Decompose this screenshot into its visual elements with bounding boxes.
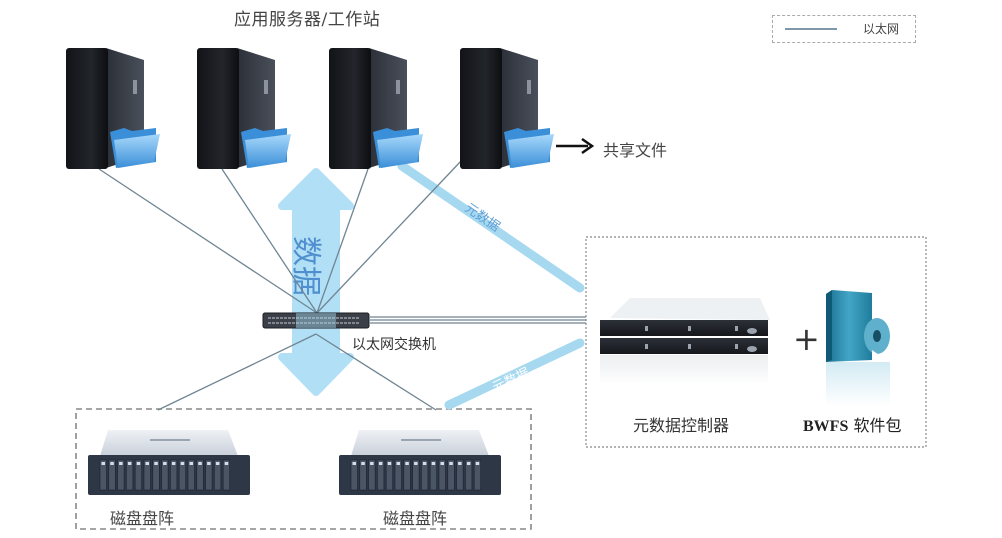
legend-ethernet-line [785, 28, 837, 30]
disk-array-2 [339, 430, 501, 495]
legend-ethernet-label: 以太网 [863, 22, 900, 36]
disk-array-label-1: 磁盘盘阵 [110, 509, 175, 528]
shared-files-arrow [556, 137, 595, 155]
metadata-link-top [397, 161, 585, 293]
bwfs-brand: BWFS [803, 418, 849, 435]
ethernet-link-ws3 [316, 168, 369, 314]
ethernet-link-ws4 [316, 159, 463, 314]
metadata-link-bottom [444, 338, 585, 410]
diagram-title: 应用服务器/工作站 [234, 10, 381, 30]
shared-folder-icon [373, 128, 423, 168]
metadata-controller-group-box [585, 236, 927, 448]
bwfs-package-label: BWFS 软件包 [803, 412, 901, 436]
shared-folder-icon [504, 128, 554, 168]
disk-array-group-box [75, 408, 532, 530]
disk-array-1 [88, 430, 250, 495]
ethernet-link-disk1 [157, 333, 317, 411]
metadata-controller-server [600, 298, 770, 385]
ethernet-link-disk2 [315, 333, 437, 411]
data-flow-arrow [278, 168, 354, 396]
disk-array-label-2: 磁盘盘阵 [383, 509, 448, 528]
metadata-controller-label: 元数据控制器 [633, 416, 730, 435]
metadata-arrow-label-bottom: 元数据 [490, 366, 532, 396]
bwfs-package-text: 软件包 [853, 416, 902, 435]
ethernet-switch [262, 312, 370, 329]
shared-folder-icon [241, 128, 291, 168]
switch-label: 以太网交换机 [352, 337, 436, 353]
data-arrow-label: 数据 [288, 236, 323, 296]
ethernet-links [98, 159, 586, 411]
shared-folder-icon [110, 128, 160, 168]
ethernet-link-ws2 [221, 168, 318, 314]
metadata-arrow-label-top: 元数据 [462, 201, 503, 235]
shared-files-label: 共享文件 [603, 141, 668, 160]
ethernet-link-ws1 [98, 168, 318, 314]
plus-sign: + [793, 320, 820, 358]
legend: 以太网 [772, 15, 916, 43]
bwfs-software-box-icon [822, 290, 894, 406]
